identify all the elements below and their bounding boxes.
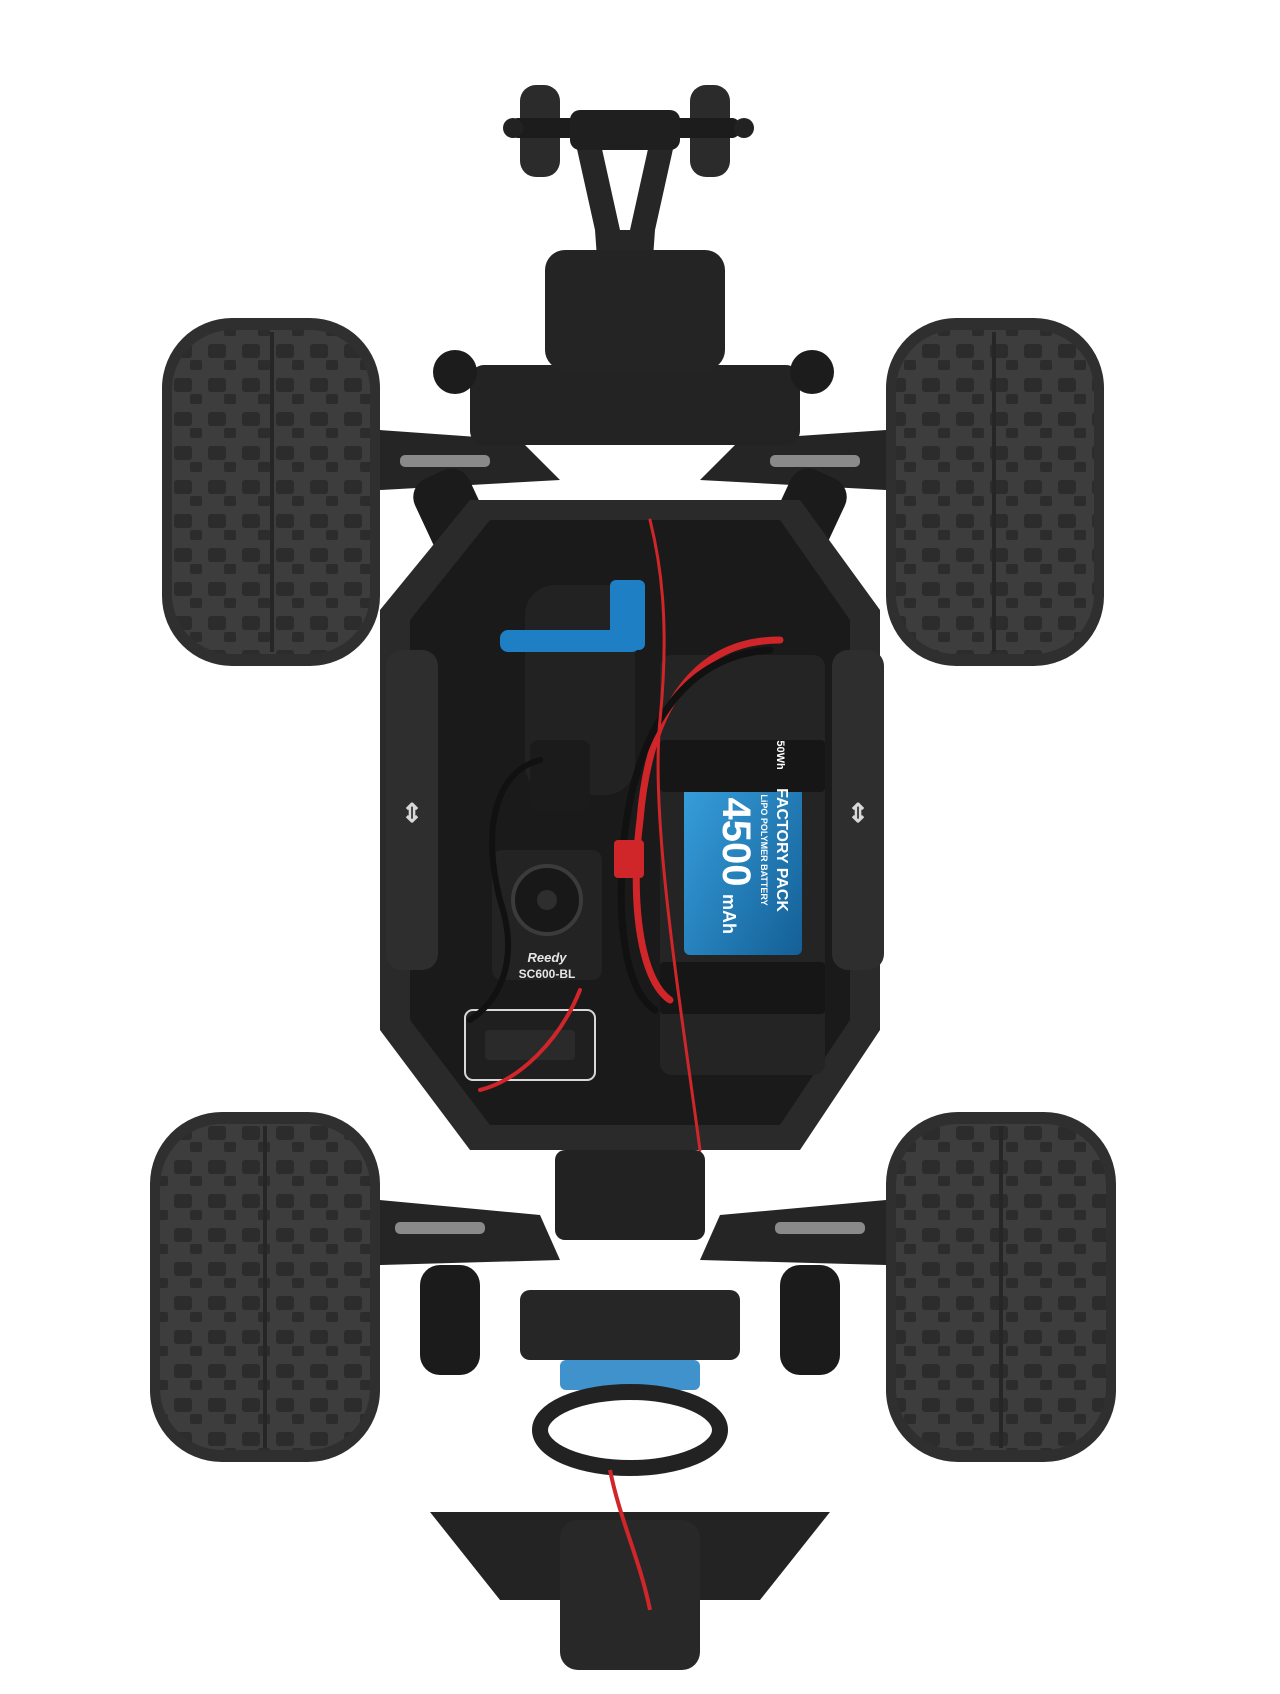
rear-suspension <box>380 250 886 572</box>
battery-unit-label: mAh <box>719 894 739 934</box>
esc-brand-label: Reedy <box>527 950 567 965</box>
front-suspension <box>380 1150 886 1476</box>
esc-model-label: SC600-BL <box>519 967 576 981</box>
motor <box>500 580 645 810</box>
battery-energy-label: 50Wh <box>774 740 786 770</box>
front-bumper <box>430 1469 830 1670</box>
tire-bottom-right <box>886 1112 1116 1462</box>
receiver-box <box>464 1009 596 1081</box>
svg-text:⇕: ⇕ <box>401 798 423 828</box>
battery-brand-label: FACTORY PACK <box>773 788 790 912</box>
wiring <box>467 518 784 1152</box>
esc: Reedy SC600-BL <box>492 850 602 981</box>
battery-subtitle-label: LiPO POLYMER BATTERY <box>759 794 769 905</box>
battery-capacity-label: 4500 <box>714 798 758 887</box>
tire-top-left <box>162 318 380 666</box>
tire-bottom-left <box>150 1112 380 1462</box>
svg-text:⇕: ⇕ <box>847 798 869 828</box>
battery: FACTORY PACK LiPO POLYMER BATTERY 4500 m… <box>660 655 825 1075</box>
tire-top-right <box>886 318 1104 666</box>
